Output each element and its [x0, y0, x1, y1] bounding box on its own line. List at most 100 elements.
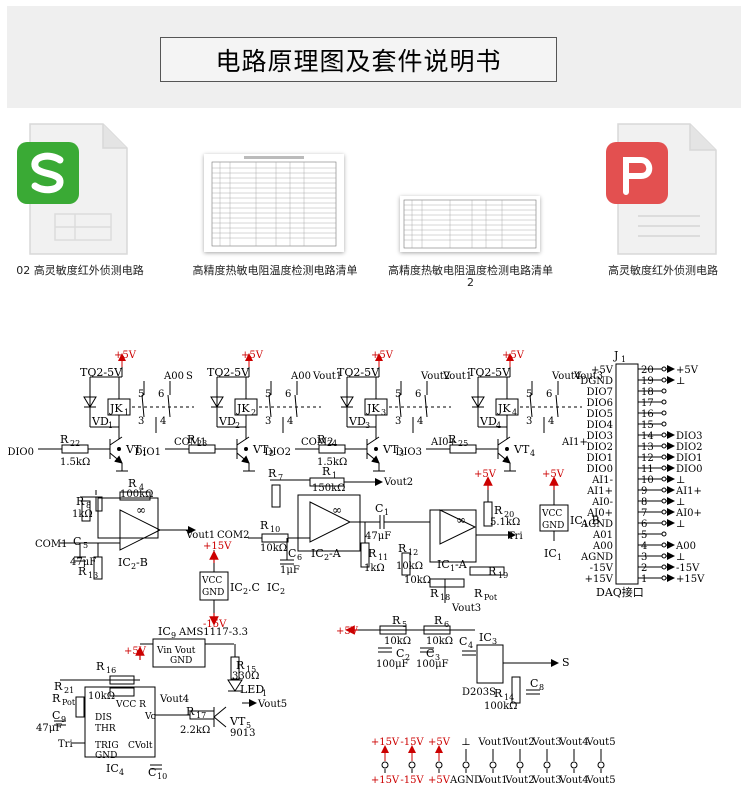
- daq-pin-terminal: [661, 366, 667, 372]
- svg-text:3: 3: [435, 653, 440, 662]
- daq-pin-name: AI0-: [591, 497, 613, 508]
- svg-text:4: 4: [119, 768, 124, 777]
- svg-text:R: R: [398, 542, 407, 555]
- daq-pin-terminal: [661, 377, 667, 383]
- terminal-bottom-label: -15V: [400, 775, 424, 786]
- svg-text:C: C: [73, 535, 81, 548]
- svg-text:Vout3: Vout3: [451, 603, 481, 614]
- terminal-top-label: -15V: [400, 737, 424, 748]
- terminal-block: +15V-15V+5V⊥Vout1Vout2Vout3Vout4Vout5+15…: [371, 737, 616, 786]
- daq-pin-signal: ⊥: [676, 519, 685, 530]
- daq-pin-number: 18: [641, 387, 654, 398]
- file-item-spreadsheet[interactable]: 02 高灵敏度红外侦测电路: [0, 112, 160, 287]
- svg-text:47μF: 47μF: [36, 723, 62, 734]
- terminal-pin: [408, 761, 416, 769]
- svg-text:Tri: Tri: [508, 531, 523, 542]
- terminal-pin: [489, 761, 497, 769]
- terminal-top-label: Vout5: [585, 737, 615, 748]
- daq-pin-name: AGND: [580, 552, 613, 563]
- daq-pin-signal: ⊥: [676, 475, 685, 486]
- svg-text:2.2kΩ: 2.2kΩ: [180, 725, 210, 736]
- file-item-pdf[interactable]: 高灵敏度红外侦测电路: [588, 112, 738, 287]
- svg-text:5: 5: [246, 721, 251, 730]
- svg-text:AMS1117-3.3: AMS1117-3.3: [178, 627, 248, 638]
- diode-label: VD: [479, 415, 497, 428]
- daq-pin-name: AI1-: [591, 475, 613, 486]
- input-label: DIO2: [264, 447, 291, 458]
- relay-out-label: A00: [163, 371, 184, 382]
- supply-label: +5V: [371, 350, 394, 361]
- svg-text:2: 2: [269, 449, 274, 458]
- svg-text:IC: IC: [570, 514, 583, 527]
- svg-text:VT: VT: [229, 715, 246, 728]
- svg-text:1kΩ: 1kΩ: [364, 563, 385, 574]
- svg-text:16: 16: [106, 666, 116, 675]
- svg-text:3: 3: [365, 421, 370, 430]
- document-thumbnail: [204, 154, 344, 252]
- svg-text:Vout2: Vout2: [383, 477, 413, 488]
- resistor-label: R: [187, 433, 196, 446]
- svg-text:10kΩ: 10kΩ: [260, 543, 287, 554]
- file-item-document-1[interactable]: 高精度热敏电阻温度检测电路清单: [190, 112, 360, 287]
- svg-text:2: 2: [235, 421, 240, 430]
- svg-text:C: C: [148, 766, 156, 779]
- daq-pin-number: 19: [641, 376, 654, 387]
- svg-text:1: 1: [384, 508, 389, 517]
- svg-text:IC: IC: [267, 581, 280, 594]
- diode-label: VD: [91, 415, 109, 428]
- svg-text:18: 18: [440, 593, 450, 602]
- daq-pin-name: +5V: [591, 365, 614, 376]
- file-name-line2: 2: [467, 276, 474, 289]
- daq-pin-number: 17: [641, 398, 654, 409]
- daq-pin-name: -15V: [590, 563, 614, 574]
- daq-pin-terminal: [661, 465, 667, 471]
- daq-pin-signal: AI1+: [675, 486, 702, 497]
- relay-com-label: COM1: [174, 437, 206, 448]
- svg-text:IC: IC: [158, 625, 171, 638]
- svg-text:10kΩ: 10kΩ: [384, 636, 411, 647]
- terminal-bottom-label: Vout4: [558, 775, 588, 786]
- svg-text:7: 7: [278, 473, 283, 482]
- relay-label: JK: [366, 402, 380, 415]
- relay-out-label: S: [186, 371, 193, 382]
- svg-text:4: 4: [417, 416, 423, 427]
- svg-text:15: 15: [246, 665, 256, 674]
- svg-text:R: R: [268, 467, 277, 480]
- svg-text:24: 24: [327, 439, 337, 448]
- svg-text:R: R: [76, 495, 85, 508]
- daq-pin-name: A01: [592, 530, 613, 541]
- daq-pin-name: DIO4: [586, 420, 613, 431]
- spreadsheet-icon: [17, 123, 128, 255]
- svg-text:CVolt: CVolt: [128, 741, 153, 751]
- svg-text:R: R: [368, 547, 377, 560]
- terminal-top-label: +5V: [428, 737, 451, 748]
- file-item-document-2[interactable]: 高精度热敏电阻温度检测电路清单 2: [388, 112, 553, 289]
- svg-text:+15V: +15V: [203, 541, 232, 552]
- file-name: 02 高灵敏度红外侦测电路: [16, 264, 144, 277]
- svg-text:IC: IC: [479, 631, 492, 644]
- terminal-bottom-label: Vout2: [504, 775, 534, 786]
- daq-pin-number: 12: [641, 453, 654, 464]
- svg-text:1kΩ: 1kΩ: [72, 509, 93, 520]
- svg-text:COM2: COM2: [217, 530, 249, 541]
- svg-text:5.1kΩ: 5.1kΩ: [490, 517, 520, 528]
- terminal-top-label: ⊥: [461, 737, 470, 748]
- daq-pin-signal: A00: [675, 541, 696, 552]
- diode-icon: [83, 396, 97, 408]
- svg-text:IC: IC: [106, 762, 119, 775]
- terminal-pin: [516, 761, 524, 769]
- svg-text:D203S: D203S: [462, 687, 496, 698]
- svg-text:C: C: [288, 547, 296, 560]
- terminal-top-label: +15V: [371, 737, 400, 748]
- svg-text:8: 8: [539, 683, 544, 692]
- relay-label: JK: [497, 402, 511, 415]
- pdf-icon: [606, 123, 717, 255]
- svg-text:10kΩ: 10kΩ: [404, 575, 431, 586]
- supply-label: +5V: [241, 350, 264, 361]
- svg-text:10kΩ: 10kΩ: [426, 636, 453, 647]
- amplifier-section: [60, 477, 569, 613]
- svg-text:Vo: Vo: [144, 712, 156, 722]
- terminal-bottom-label: AGND: [449, 775, 482, 786]
- daq-pin-terminal: [661, 443, 667, 449]
- svg-text:6: 6: [297, 553, 302, 562]
